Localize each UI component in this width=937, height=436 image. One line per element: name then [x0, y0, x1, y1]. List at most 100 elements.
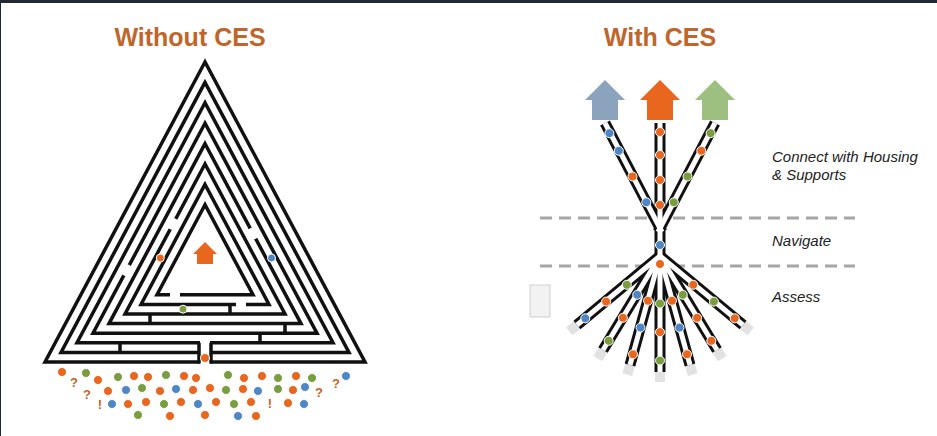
- person-dot: [683, 172, 692, 181]
- person-dot: [122, 386, 131, 395]
- person-dot: [212, 398, 221, 407]
- exclamation-mark: !: [265, 396, 275, 412]
- person-dot: [644, 296, 653, 305]
- person-dot: [342, 372, 351, 381]
- person-dot: [628, 172, 637, 181]
- lane-cap: [569, 325, 577, 331]
- dashed-divider: [540, 217, 855, 220]
- exclamation-mark: !: [95, 397, 105, 413]
- house-icon: [193, 242, 217, 264]
- person-dot: [706, 129, 715, 138]
- person-dot: [239, 385, 248, 394]
- person-dot: [134, 411, 143, 420]
- person-dot: [636, 323, 645, 332]
- lane: [655, 123, 666, 260]
- person-dot: [656, 328, 665, 337]
- person-dot: [274, 385, 283, 394]
- person-dot: [172, 385, 181, 394]
- person-dot: [162, 371, 171, 380]
- maze-wall: [77, 103, 333, 343]
- person-dot: [656, 176, 665, 185]
- person-dot: [192, 374, 201, 383]
- person-dot: [301, 383, 310, 392]
- person-dot: [629, 350, 638, 359]
- lane: [660, 256, 743, 325]
- lane-channel: [658, 123, 715, 232]
- maze-gap: [236, 300, 246, 309]
- question-mark: ?: [314, 385, 324, 401]
- stage-label: Connect with Housing & Supports: [772, 148, 930, 184]
- person-dot: [142, 398, 151, 407]
- person-dot: [642, 198, 651, 207]
- person-dot: [656, 151, 665, 160]
- person-dot: [94, 376, 103, 385]
- person-dot: [230, 400, 239, 409]
- person-dot: [300, 400, 309, 409]
- maze-wall: [93, 123, 317, 333]
- top-bar: [0, 0, 937, 3]
- person-dot: [683, 350, 692, 359]
- lane-channel: [658, 256, 663, 372]
- maze-wall: [197, 343, 201, 364]
- person-dot: [268, 254, 276, 262]
- person-dot: [222, 386, 231, 395]
- lane-channel: [658, 123, 663, 260]
- house-icon: [695, 80, 735, 120]
- maze-wall: [109, 144, 301, 324]
- person-dot: [656, 299, 665, 308]
- person-dot: [180, 372, 189, 381]
- lane-channels: [577, 123, 743, 372]
- person-dot: [252, 412, 261, 421]
- person-dot: [693, 313, 702, 322]
- person-dot: [656, 241, 665, 250]
- grey-box: [530, 285, 550, 317]
- maze-wall: [125, 164, 285, 314]
- lane: [603, 256, 660, 350]
- person-dot: [177, 398, 186, 407]
- person-dot: [179, 305, 187, 313]
- lane-cap: [743, 325, 751, 331]
- dashed-divider: [540, 265, 855, 268]
- maze-people: [156, 254, 275, 363]
- person-dot: [274, 374, 283, 383]
- lane-channel: [660, 256, 717, 350]
- lane-borders: [577, 123, 743, 372]
- maze-gap: [247, 228, 259, 240]
- person-dot: [160, 400, 169, 409]
- person-dot: [166, 412, 175, 421]
- person-dot: [289, 386, 298, 395]
- maze-gap: [121, 264, 133, 276]
- houses: [585, 80, 735, 120]
- person-dot: [156, 254, 164, 262]
- person-dot: [247, 398, 256, 407]
- lane-cap: [717, 350, 722, 359]
- person-dot: [675, 323, 684, 332]
- person-dot: [82, 369, 91, 378]
- person-dot: [104, 387, 113, 396]
- maze-wall: [45, 62, 365, 362]
- person-dot: [201, 354, 210, 363]
- maze-wall: [258, 333, 262, 343]
- person-dot: [144, 373, 153, 382]
- maze-wall: [157, 205, 253, 295]
- lane-channel: [605, 123, 662, 232]
- house-icon: [585, 80, 625, 120]
- person-dot: [58, 368, 67, 377]
- person-dot: [614, 146, 623, 155]
- person-dot: [581, 314, 590, 323]
- person-dot: [669, 198, 678, 207]
- person-dot: [697, 146, 706, 155]
- panel-heading: Without CES: [80, 22, 300, 52]
- lane-channel: [660, 256, 743, 325]
- question-mark: ?: [69, 375, 79, 391]
- person-dot: [656, 356, 665, 365]
- person-dot: [689, 280, 698, 289]
- maze-wall: [118, 343, 122, 353]
- lane-channel: [577, 256, 660, 325]
- stage-label: Navigate: [772, 232, 922, 250]
- person-dot: [678, 290, 687, 299]
- panel-heading: With CES: [560, 22, 760, 52]
- lane-cap: [627, 365, 630, 375]
- person-dot: [189, 386, 198, 395]
